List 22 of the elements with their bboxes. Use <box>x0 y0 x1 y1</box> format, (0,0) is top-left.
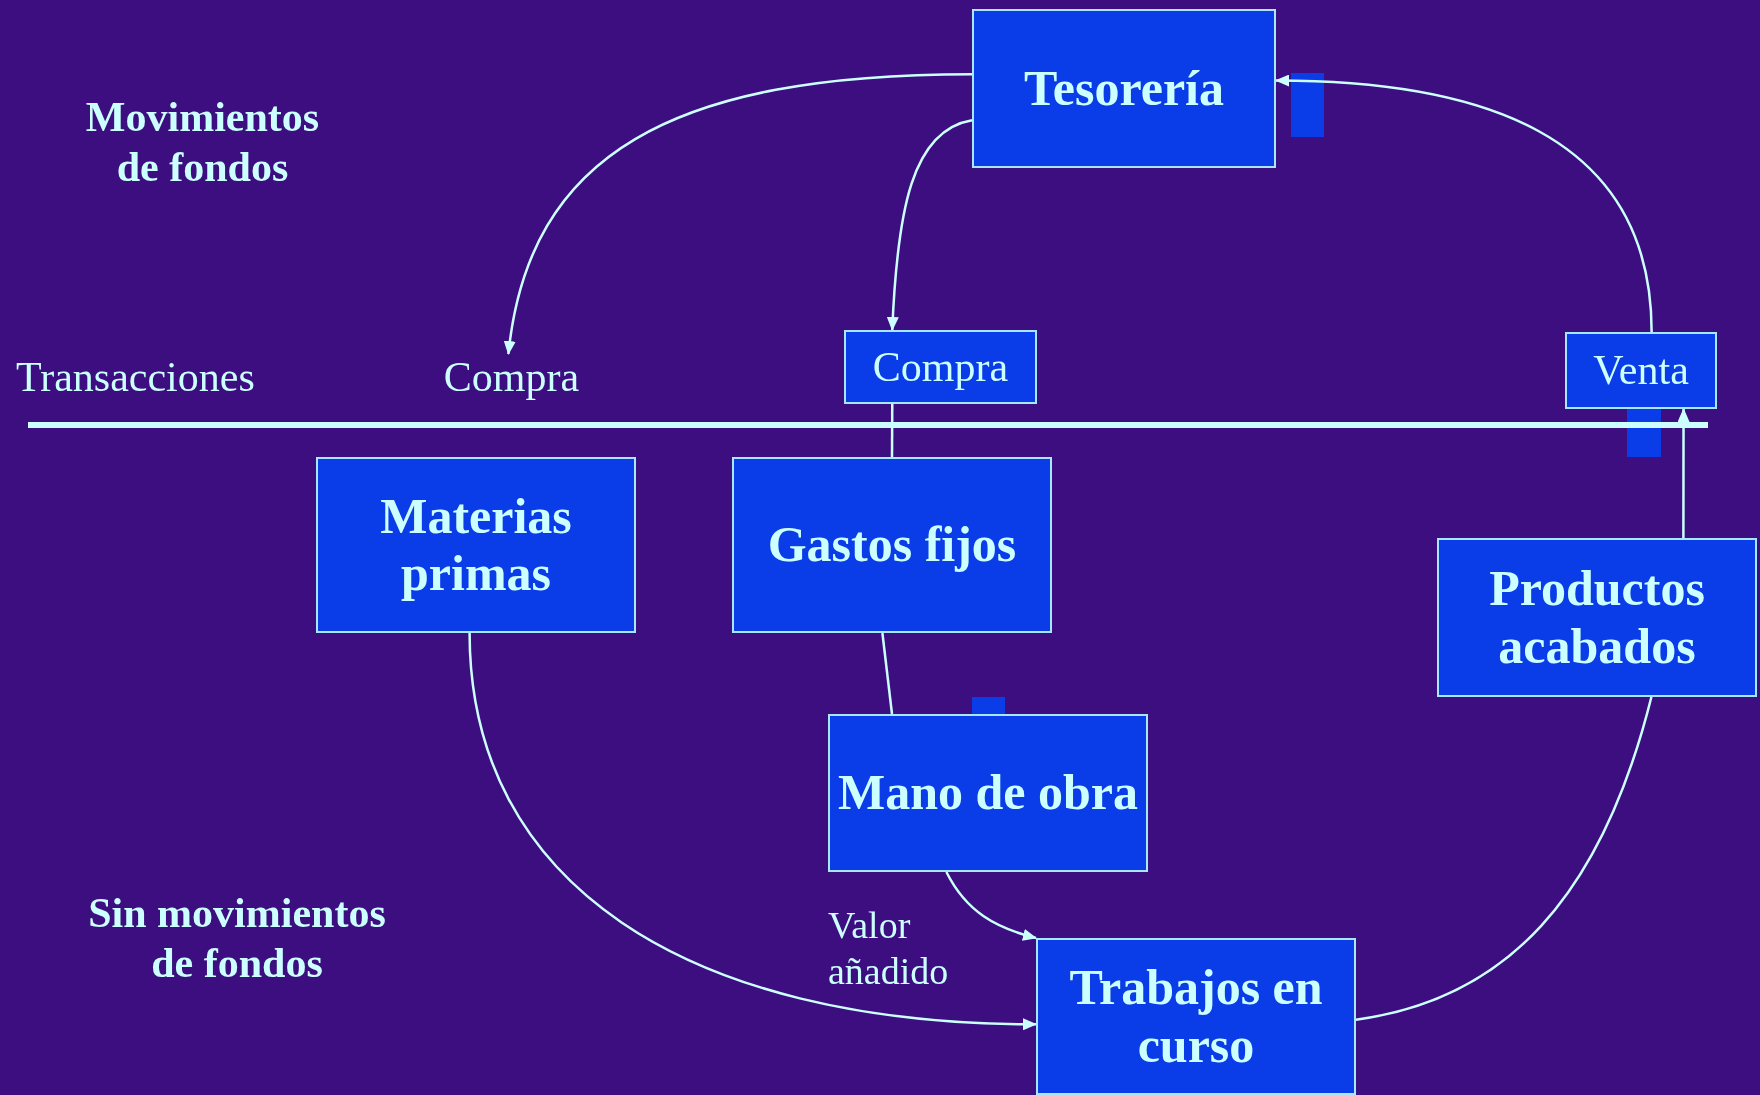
process-box: Productos acabados <box>1437 538 1757 697</box>
arrow <box>1677 408 1690 538</box>
node-text: Compra <box>434 354 589 400</box>
process-box: Gastos fijos <box>732 457 1052 633</box>
arrow <box>1275 74 1653 333</box>
process-box: Venta <box>1565 332 1717 409</box>
label-text: Transacciones <box>16 353 255 402</box>
label-text: Valor añadido <box>828 903 950 994</box>
arrow <box>886 119 973 331</box>
label-text: Sin movimientos de fondos <box>87 889 387 989</box>
connector-line <box>890 404 894 457</box>
process-box: Compra <box>844 330 1037 404</box>
arrow <box>945 871 1037 941</box>
process-box: Tesorería <box>972 9 1276 168</box>
connector-line <box>1355 696 1653 1021</box>
label-text: Movimientos de fondos <box>84 93 321 193</box>
arrow <box>468 632 1037 1030</box>
connector-line <box>881 632 894 715</box>
process-box: Trabajos en curso <box>1036 938 1356 1095</box>
process-box: Mano de obra <box>828 714 1148 872</box>
process-box: Materias primas <box>316 457 636 633</box>
arrow <box>504 72 973 355</box>
